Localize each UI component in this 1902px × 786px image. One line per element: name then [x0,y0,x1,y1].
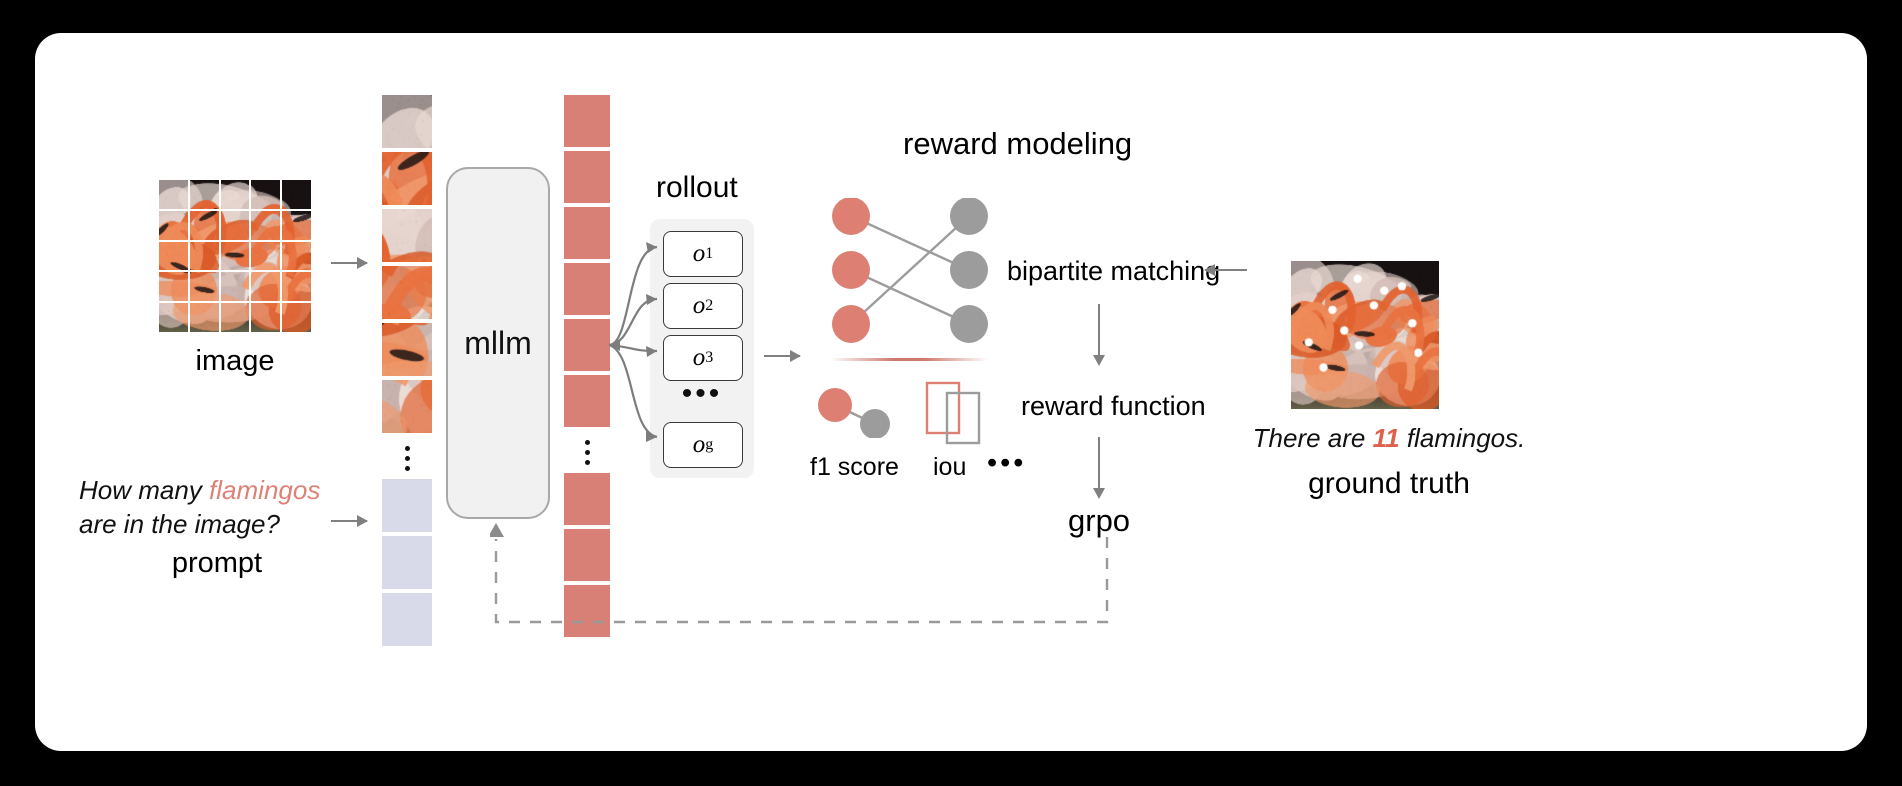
image-patch [251,210,281,240]
generated-token [564,319,610,371]
arrow-matching-to-reward-function [1093,304,1105,366]
arrow-image-to-patches [331,257,368,269]
rollout-item-sub: 2 [705,297,714,314]
grpo-feedback-loop [490,523,1109,624]
input-image-patch-grid [159,180,311,332]
image-patch [189,180,219,209]
image-patch [220,241,250,271]
generated-token [564,529,610,581]
image-patch [282,210,311,240]
generated-token [564,151,610,203]
prompt-line1-plain: How many [79,475,210,505]
output-token-column [564,95,610,641]
rollout-item-sub: g [705,436,714,453]
image-label: image [195,345,275,377]
f1-score-icon [818,388,890,438]
ground-truth-image [1291,261,1439,409]
iou-label: iou [933,453,967,481]
metrics-ellipsis: ••• [987,447,1027,479]
grpo-label: grpo [1068,503,1131,538]
prompt-highlight-flamingos: flamingos [209,475,321,505]
image-patch [159,210,188,240]
mllm-block[interactable]: mllm [446,167,550,519]
iou-icon [925,381,981,445]
generated-token [564,585,610,637]
generated-token [564,207,610,259]
image-patch [251,241,281,271]
image-patch [220,303,250,332]
prompt-label: prompt [171,547,263,579]
mllm-label: mllm [464,324,532,361]
caption-count: 11 [1372,423,1400,453]
image-patch [251,272,281,302]
diagram-card: image How many flamingos are in the imag… [35,33,1867,751]
rollout-ellipsis: ••• [681,377,723,410]
text-token-tile [382,593,432,646]
image-patch [282,180,311,209]
image-patch [220,272,250,302]
arrow-prompt-to-mllm [331,515,368,527]
image-patch [282,303,311,332]
rollout-fanout-connectors [608,242,658,442]
image-patch [282,272,311,302]
reward-function-label: reward function [1021,391,1206,421]
image-patch [220,210,250,240]
visual-token-tile [382,152,432,205]
image-patch [220,180,250,209]
vertical-ellipsis-icon [382,437,432,479]
rollout-item-base: o [692,240,706,267]
image-patch [189,272,219,302]
arrow-reward-function-to-grpo [1093,437,1105,499]
ground-truth-label: ground truth [1308,467,1470,500]
caption-prefix: There are [1252,423,1373,453]
rollout-item-base: o [692,431,706,458]
f1-score-label: f1 score [810,453,899,481]
visual-token-tile [382,95,432,148]
image-patch [159,303,188,332]
reward-section-divider [830,358,988,361]
visual-token-tile [382,323,432,376]
image-patch [251,303,281,332]
rollout-title: rollout [656,171,738,204]
prompt-text: How many flamingos are in the image? [79,473,355,542]
image-patch [159,241,188,271]
visual-token-tile [382,266,432,319]
visual-token-tile [382,209,432,262]
rollout-item-base: o [692,344,706,371]
image-patch [189,241,219,271]
image-patch [159,180,188,209]
bipartite-matching-label: bipartite matching [1007,256,1221,286]
vertical-ellipsis-icon [564,431,610,473]
arrow-groundtruth-to-matching [1204,264,1247,276]
rollout-item-base: o [692,292,706,319]
caption-suffix: flamingos. [1399,423,1526,453]
generated-token [564,375,610,427]
token-embedding-column [382,95,432,650]
text-token-tile [382,536,432,589]
arrow-rollout-to-reward [764,350,801,362]
image-patch [251,180,281,209]
reward-modeling-title: reward modeling [903,126,1133,161]
rollout-item-sub: 1 [705,245,714,262]
visual-token-tile [382,380,432,433]
bipartite-matching-graph [832,198,988,343]
prompt-line2: are in the image? [79,509,280,540]
image-patch [282,241,311,271]
image-patch [189,210,219,240]
generated-token [564,95,610,147]
generated-token [564,473,610,525]
image-patch [189,303,219,332]
text-token-tile [382,479,432,532]
ground-truth-caption: There are 11 flamingos. [1229,423,1549,454]
rollout-item-sub: 3 [705,349,714,366]
generated-token [564,263,610,315]
image-patch [159,272,188,302]
